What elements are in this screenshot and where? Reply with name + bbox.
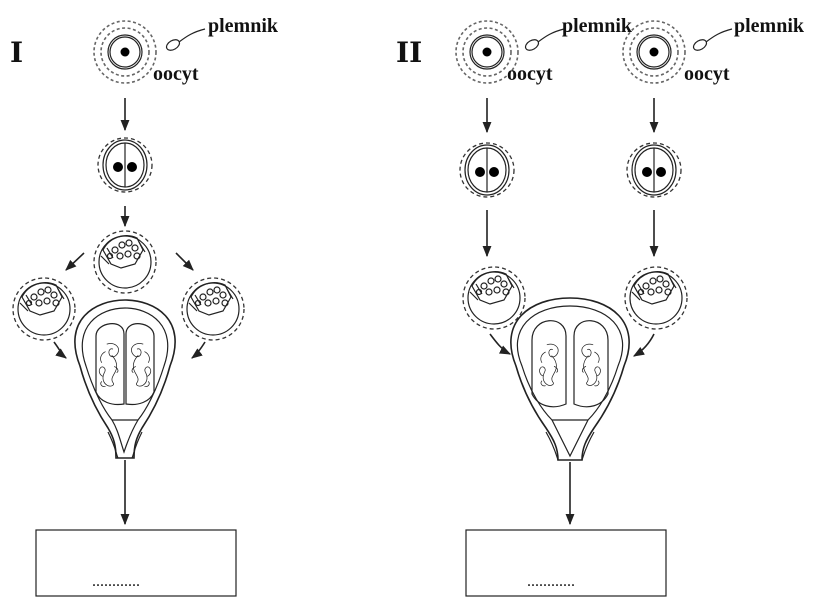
panel-i-sperm-label: plemnik bbox=[208, 15, 279, 37]
panel-ii-oocyte-right bbox=[623, 21, 685, 83]
panel-ii-two-cell-zygote-right bbox=[627, 143, 681, 197]
panel-ii-sperm-icon-left bbox=[524, 29, 564, 52]
panel-i-arrow-left bbox=[66, 253, 84, 270]
panel-i: I plemnik oocyt bbox=[10, 15, 279, 596]
panel-ii-uterus bbox=[511, 298, 629, 460]
panel-ii-arrow-implant-right bbox=[634, 334, 654, 356]
panel-i-answer-dots: ............ bbox=[92, 573, 140, 590]
panel-i-uterus bbox=[75, 300, 175, 458]
panel-ii-oocyte-label-right: oocyt bbox=[684, 63, 730, 85]
panel-i-oocyte bbox=[94, 21, 156, 83]
panel-ii-numeral: II bbox=[396, 36, 422, 69]
panel-ii: II plemnik oocyt plemnik oocyt bbox=[396, 15, 805, 596]
panel-ii-oocyte-label-left: oocyt bbox=[507, 63, 553, 85]
panel-i-arrow-implant-right bbox=[192, 342, 205, 358]
panel-ii-sperm-icon-right bbox=[692, 29, 732, 52]
panel-i-arrow-right bbox=[176, 253, 193, 270]
panel-i-sperm-icon bbox=[165, 29, 205, 52]
panel-i-numeral: I bbox=[10, 36, 23, 69]
panel-i-blastocyst-left bbox=[13, 278, 75, 340]
panel-ii-two-cell-zygote-left bbox=[460, 143, 514, 197]
panel-i-oocyte-label: oocyt bbox=[153, 63, 199, 85]
panel-i-blastocyst-center bbox=[94, 231, 156, 293]
panel-ii-answer-dots: ............ bbox=[527, 573, 575, 590]
panel-i-arrow-implant-left bbox=[54, 342, 66, 358]
panel-ii-blastocyst-left bbox=[463, 267, 525, 329]
panel-i-two-cell-zygote bbox=[98, 138, 152, 192]
panel-i-blastocyst-right bbox=[182, 278, 244, 340]
panel-ii-sperm-label-right: plemnik bbox=[734, 15, 805, 37]
panel-ii-arrow-implant-left bbox=[490, 334, 510, 354]
panel-ii-blastocyst-right bbox=[625, 267, 687, 329]
panel-ii-sperm-label-left: plemnik bbox=[562, 15, 633, 37]
